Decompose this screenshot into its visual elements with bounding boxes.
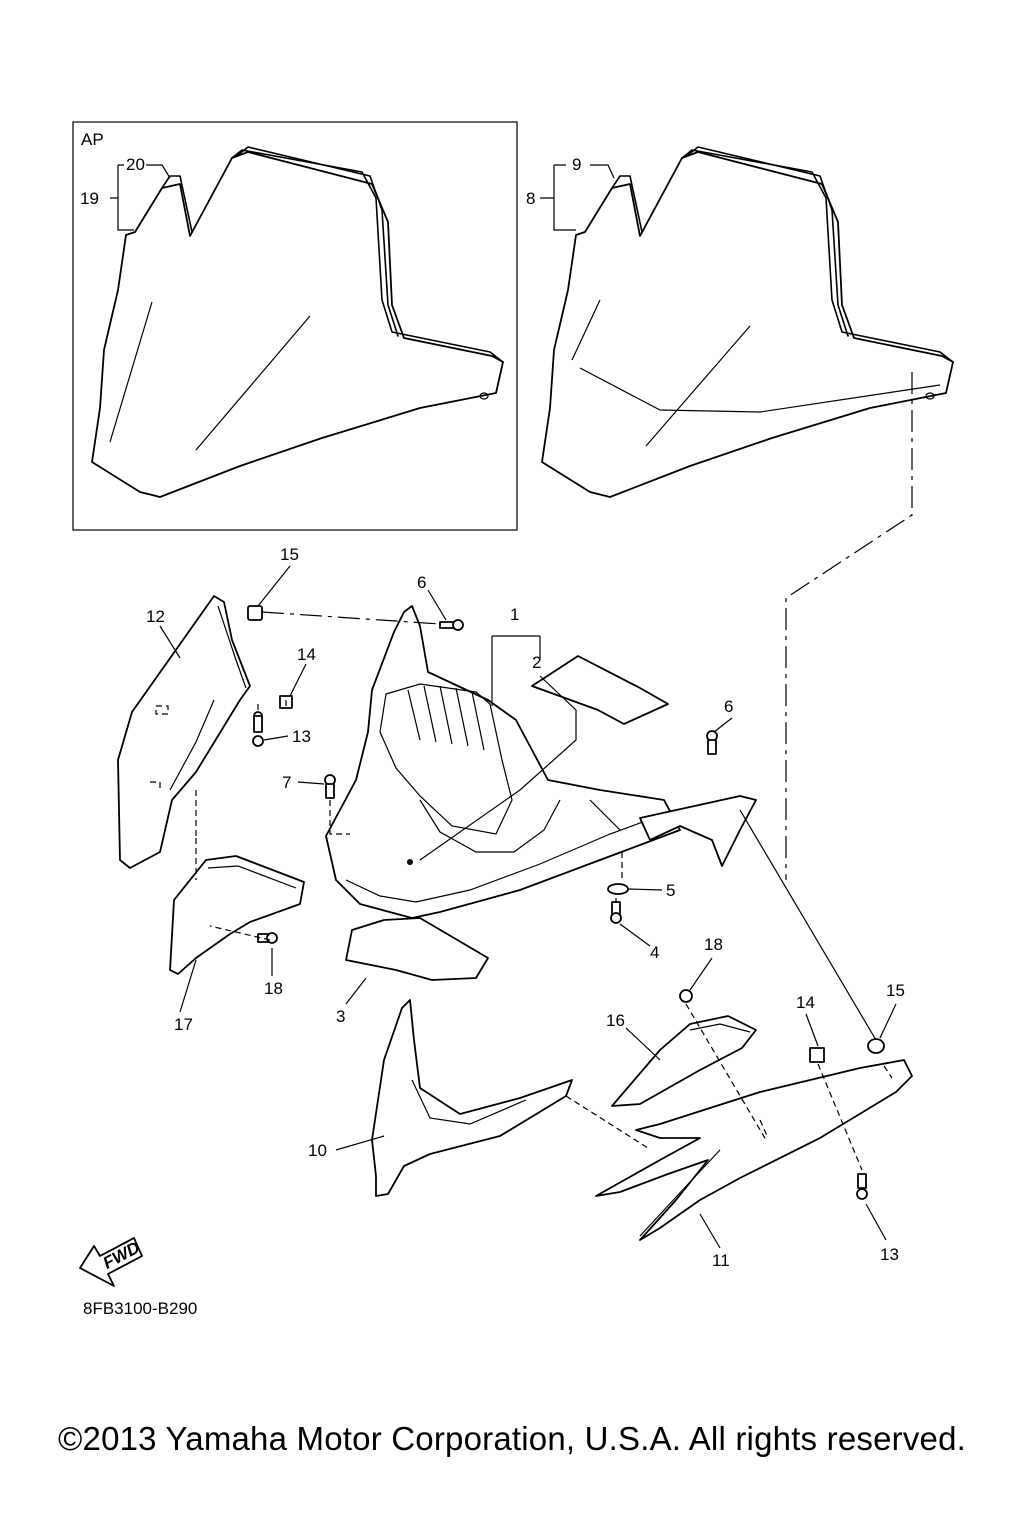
callout-11: 11 — [712, 1251, 730, 1270]
callout-18-left: 18 — [264, 979, 283, 998]
inner-cover-right — [611, 1015, 757, 1107]
callout-13-left: 13 — [292, 727, 311, 746]
callout-15-right: 15 — [886, 981, 905, 1000]
leader-lines — [110, 164, 897, 1249]
forward-arrow-icon: FWD — [79, 1237, 143, 1287]
callout-19: 19 — [80, 189, 99, 208]
callout-18-right: 18 — [704, 935, 723, 954]
connection-lines — [195, 611, 877, 1171]
accessory-box-label: AP — [81, 130, 104, 149]
callout-1: 1 — [510, 605, 519, 624]
upper-cowling-main — [325, 605, 681, 919]
callout-2: 2 — [532, 653, 541, 672]
side-cowling-lower-right — [595, 1059, 913, 1241]
accessory-box — [72, 121, 518, 531]
callout-13-right: 13 — [880, 1245, 899, 1264]
callout-6-right: 6 — [724, 697, 733, 716]
callout-12: 12 — [146, 607, 165, 626]
diagram-code: 8FB3100-B290 — [83, 1299, 198, 1318]
copyright-notice: ©2013 Yamaha Motor Corporation, U.S.A. A… — [58, 1420, 966, 1457]
callout-8: 8 — [526, 189, 535, 208]
callout-labels: 20 19 9 8 15 12 6 1 2 14 13 7 6 5 4 18 1… — [80, 155, 905, 1270]
side-cover-left — [117, 595, 251, 869]
callout-5: 5 — [666, 881, 675, 900]
inner-panel-lower — [345, 917, 489, 981]
fasteners — [247, 605, 885, 1200]
callout-10: 10 — [308, 1141, 327, 1160]
callout-9: 9 — [572, 155, 581, 174]
callout-6-upper: 6 — [417, 573, 426, 592]
callout-14-left: 14 — [297, 645, 316, 664]
callout-3: 3 — [336, 1007, 345, 1026]
callout-4: 4 — [650, 943, 659, 962]
callout-20: 20 — [126, 155, 145, 174]
callout-14-right: 14 — [796, 993, 815, 1012]
decal-panel — [531, 655, 669, 725]
side-cowling-lower-left — [371, 999, 573, 1197]
cowling-stay-right — [639, 795, 757, 867]
callout-15-upper: 15 — [280, 545, 299, 564]
callout-17: 17 — [174, 1015, 193, 1034]
air-duct-left — [169, 838, 305, 975]
windscreen — [541, 146, 954, 498]
callout-16: 16 — [606, 1011, 625, 1030]
accessory-windscreen — [91, 146, 504, 498]
callout-7: 7 — [282, 773, 291, 792]
